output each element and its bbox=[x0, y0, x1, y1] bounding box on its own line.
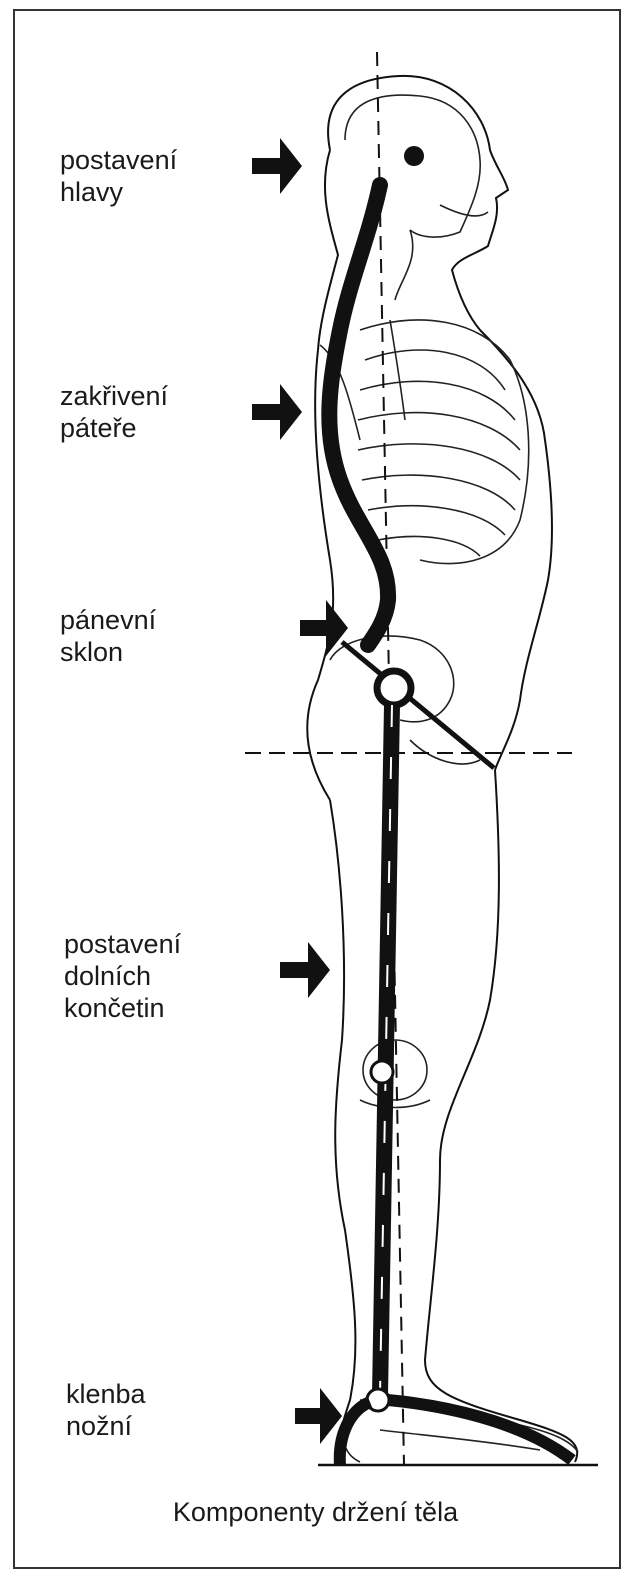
ear-dot bbox=[404, 146, 424, 166]
label-line: klenba bbox=[66, 1378, 146, 1410]
foot-arch-front bbox=[388, 1400, 572, 1460]
figure-caption: Komponenty držení těla bbox=[0, 1497, 631, 1528]
hip-joint bbox=[377, 671, 411, 705]
label-line: postavení bbox=[64, 928, 181, 960]
label-spine-curvature: zakřivení páteře bbox=[60, 380, 168, 444]
foot-arch-back bbox=[340, 1402, 370, 1465]
arrow-spine-icon bbox=[252, 384, 302, 440]
arrow-legs-icon bbox=[280, 942, 330, 998]
skeleton-sketch bbox=[320, 95, 578, 1462]
label-line: dolních bbox=[64, 960, 181, 992]
arrow-foot-icon bbox=[295, 1388, 342, 1444]
label-line: postavení bbox=[60, 144, 177, 176]
label-pelvic-tilt: pánevní sklon bbox=[60, 604, 156, 668]
label-line: hlavy bbox=[60, 176, 177, 208]
arrow-head-icon bbox=[252, 138, 302, 194]
label-line: zakřivení bbox=[60, 380, 168, 412]
label-line: pánevní bbox=[60, 604, 156, 636]
label-line: sklon bbox=[60, 636, 156, 668]
label-head-position: postavení hlavy bbox=[60, 144, 177, 208]
pelvic-tilt-line bbox=[342, 642, 494, 768]
label-line: nožní bbox=[66, 1410, 146, 1442]
figure-border bbox=[14, 10, 620, 1568]
knee-joint bbox=[371, 1061, 393, 1083]
label-foot-arch: klenba nožní bbox=[66, 1378, 146, 1442]
label-lower-limbs: postavení dolních končetin bbox=[64, 928, 181, 1024]
label-line: končetin bbox=[64, 992, 181, 1024]
label-line: páteře bbox=[60, 412, 168, 444]
